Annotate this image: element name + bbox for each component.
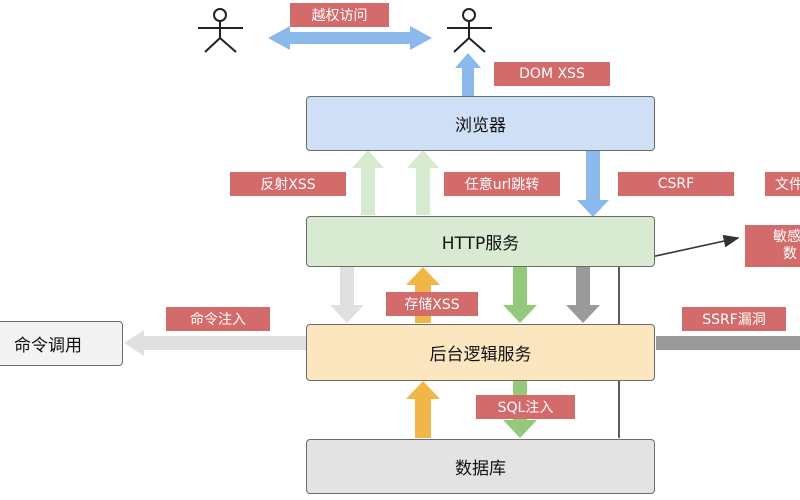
http-backend-darkgray-arrow — [566, 266, 600, 323]
privilege-access-double-arrow — [268, 26, 432, 50]
backend-service-node: 后台逻辑服务 — [306, 324, 655, 381]
dom-xss-arrow — [455, 53, 481, 96]
command-injection-arrow — [124, 330, 306, 356]
database-node: 数据库 — [306, 439, 655, 494]
ssrf-arrow — [656, 336, 800, 350]
sensitive-data-line1: 敏感 — [773, 229, 800, 245]
csrf-label: CSRF — [618, 172, 734, 196]
sql-injection-label: SQL注入 — [476, 395, 575, 419]
sensitive-data-label: 敏感 数 — [745, 225, 800, 267]
command-call-label: 命令调用 — [14, 336, 82, 356]
http-backend-gray-arrow — [330, 266, 364, 323]
stored-xss-label: 存储XSS — [386, 292, 478, 316]
http-backend-green-arrow — [503, 266, 537, 323]
open-redirect-label: 任意url跳转 — [444, 172, 560, 196]
csrf-arrow — [577, 150, 609, 217]
reflected-xss-arrow — [352, 150, 384, 215]
db-backend-orange-arrow — [406, 381, 440, 438]
dom-xss-label: DOM XSS — [494, 62, 610, 86]
http-service-node: HTTP服务 — [306, 216, 655, 267]
privilege-escalation-label: 越权访问 — [290, 3, 389, 27]
sensitive-data-line2: 数 — [783, 246, 797, 262]
user-left-icon — [198, 8, 243, 53]
open-redirect-arrow — [407, 150, 439, 215]
reflected-xss-label: 反射XSS — [230, 172, 346, 196]
file-label: 文件 — [765, 172, 800, 196]
ssrf-label: SSRF漏洞 — [682, 307, 786, 331]
command-call-node: 命令调用 — [0, 321, 123, 366]
user-right-icon — [447, 8, 492, 53]
browser-node: 浏览器 — [306, 96, 655, 151]
command-injection-label: 命令注入 — [166, 307, 270, 331]
